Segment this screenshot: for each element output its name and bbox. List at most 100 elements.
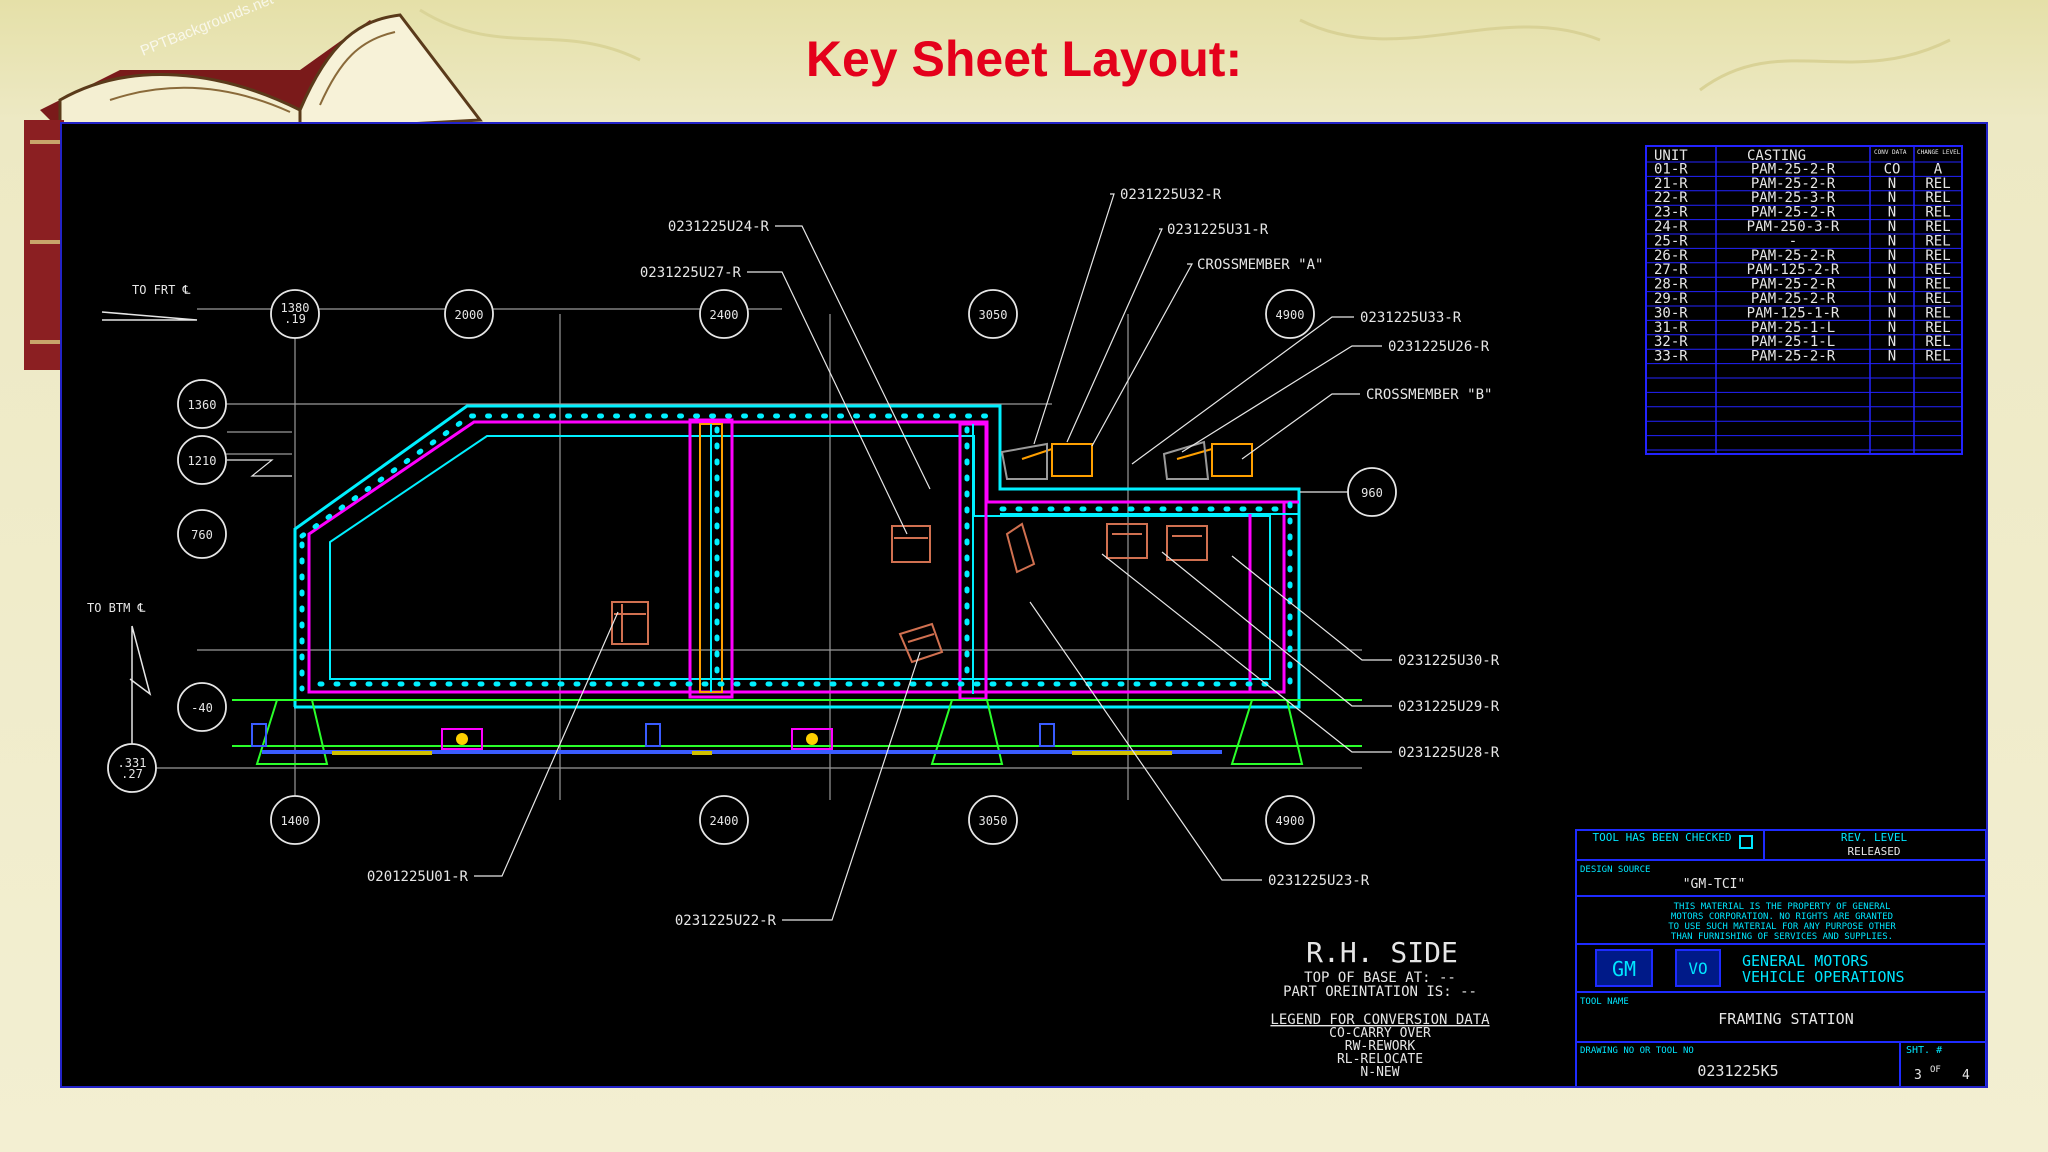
table-cell: REL — [1925, 334, 1950, 350]
table-cell: PAM-125-2-R — [1747, 262, 1840, 278]
legend-item: RL-RELOCATE — [1337, 1052, 1423, 1067]
company-name-line: GENERAL MOTORS — [1742, 952, 1868, 970]
callout-label: 0231225U28-R — [1398, 745, 1500, 761]
table-cell: 26-R — [1654, 248, 1688, 264]
fixture-frame — [293, 404, 1301, 709]
table-header-change: CHANGE LEVEL — [1917, 149, 1961, 156]
table-cell: REL — [1925, 176, 1950, 192]
sheet-total: 4 — [1962, 1068, 1970, 1083]
table-cell: REL — [1925, 320, 1950, 336]
table-cell: PAM-250-3-R — [1747, 219, 1840, 235]
table-cell: 25-R — [1654, 233, 1688, 249]
table-cell: N — [1888, 291, 1896, 307]
grid-bubble-label: 1380.19 — [281, 301, 310, 326]
callout-label: 0231225U29-R — [1398, 699, 1500, 715]
base-structure — [232, 699, 1362, 765]
grid-bubble — [177, 379, 227, 429]
datum-bottom: TO BTM ℄ — [87, 601, 152, 769]
table-cell: REL — [1925, 349, 1950, 365]
legend-item: RW-REWORK — [1345, 1039, 1416, 1054]
table-cell: 24-R — [1654, 219, 1688, 235]
callout-label: 0231225U23-R — [1268, 873, 1370, 889]
table-cell: PAM-25-2-R — [1751, 277, 1836, 293]
drawing-no-label: DRAWING NO OR TOOL NO — [1580, 1046, 1694, 1056]
table-cell: REL — [1925, 305, 1950, 321]
grid-bubble — [1265, 289, 1315, 339]
grid-bubble — [177, 682, 227, 732]
table-cell: 21-R — [1654, 176, 1688, 192]
callout-label: 0231225U27-R — [640, 265, 742, 281]
table-cell: 27-R — [1654, 262, 1688, 278]
top-of-base-note: TOP OF BASE AT: -- — [1304, 970, 1456, 986]
callout-label: CROSSMEMBER "B" — [1366, 387, 1492, 403]
table-cell: N — [1888, 334, 1896, 350]
table-cell: CO — [1884, 161, 1901, 177]
clamp-units — [611, 440, 1253, 664]
table-cell: REL — [1925, 219, 1950, 235]
table-cell: A — [1934, 161, 1943, 177]
table-header-conv: CONV DATA — [1874, 149, 1907, 156]
table-cell: PAM-25-2-R — [1751, 248, 1836, 264]
legend-item: CO-CARRY OVER — [1329, 1026, 1431, 1041]
callout-label: 0231225U22-R — [675, 913, 777, 929]
grid-bubble-label: -40 — [191, 701, 213, 715]
table-cell: N — [1888, 248, 1896, 264]
table-cell: REL — [1925, 291, 1950, 307]
gm-logo: GM — [1595, 949, 1653, 987]
cad-drawing-canvas: TO FRT ℄ TO BTM ℄ — [87, 145, 1986, 1086]
grid-bubble-label: 1210 — [188, 454, 217, 468]
table-cell: REL — [1925, 205, 1950, 221]
table-cell: 30-R — [1654, 305, 1688, 321]
design-source-value: "GM-TCI" — [1683, 877, 1746, 892]
table-cell: N — [1888, 176, 1896, 192]
grid-bubble — [968, 289, 1018, 339]
datum-front-label: TO FRT ℄ — [132, 283, 191, 297]
sheet-of: OF — [1930, 1065, 1941, 1075]
table-cell: N — [1888, 190, 1896, 206]
book-page-line — [109, 86, 291, 113]
table-cell: REL — [1925, 262, 1950, 278]
callout-label: 0231225U31-R — [1167, 222, 1269, 238]
table-cell: PAM-25-2-R — [1751, 176, 1836, 192]
table-cell: REL — [1925, 277, 1950, 293]
table-cell: N — [1888, 349, 1896, 365]
grid-bubble — [107, 743, 157, 793]
ownership-notice-line: THAN FURNISHING OF SERVICES AND SUPPLIES… — [1671, 932, 1893, 942]
ownership-notice-line: THIS MATERIAL IS THE PROPERTY OF GENERAL — [1674, 902, 1891, 912]
callout-label: CROSSMEMBER "A" — [1197, 257, 1323, 273]
table-cell: - — [1789, 233, 1797, 249]
top-grid-bubbles — [270, 289, 1315, 339]
grid-bubble — [968, 795, 1018, 845]
table-cell: PAM-25-2-R — [1751, 161, 1836, 177]
table-cell: N — [1888, 320, 1896, 336]
gm-logo-text: GM — [1612, 957, 1636, 981]
callout-leaders — [474, 193, 1392, 921]
tool-name-value: FRAMING STATION — [1718, 1010, 1853, 1028]
table-cell: REL — [1925, 233, 1950, 249]
grid-bubble-label: 2400 — [710, 814, 739, 828]
grid-bubble-label: 960 — [1361, 486, 1383, 500]
callout-label: 0231225U30-R — [1398, 653, 1500, 669]
table-cell: 29-R — [1654, 291, 1688, 307]
company-name-line: VEHICLE OPERATIONS — [1742, 968, 1905, 986]
sheet-label: SHT. # — [1906, 1045, 1942, 1056]
sheet-number: 3 — [1914, 1068, 1922, 1083]
unit-casting-table: UNIT CASTING CONV DATA CHANGE LEVEL 01-R… — [1645, 145, 1963, 455]
table-cell: N — [1888, 219, 1896, 235]
tool-checked-label: TOOL HAS BEEN CHECKED — [1592, 831, 1731, 844]
table-cell: N — [1888, 277, 1896, 293]
datum-front: TO FRT ℄ — [101, 283, 198, 321]
table-cell: PAM-25-3-R — [1751, 190, 1836, 206]
grid-bubble — [444, 289, 494, 339]
table-cell: N — [1888, 262, 1896, 278]
legend-item: N-NEW — [1360, 1065, 1399, 1080]
grid-bubble — [699, 795, 749, 845]
rev-level-label: REV. LEVEL — [1841, 831, 1908, 844]
grid-bubble — [177, 435, 227, 485]
grid-bubble-label: 1360 — [188, 398, 217, 412]
table-cell: PAM-25-1-L — [1751, 334, 1835, 350]
slide-title: Key Sheet Layout: — [805, 31, 1243, 87]
title-block — [1575, 829, 1986, 1086]
grid-bubble-label: 1400 — [281, 814, 310, 828]
drawing-no-value: 0231225K5 — [1697, 1062, 1778, 1080]
